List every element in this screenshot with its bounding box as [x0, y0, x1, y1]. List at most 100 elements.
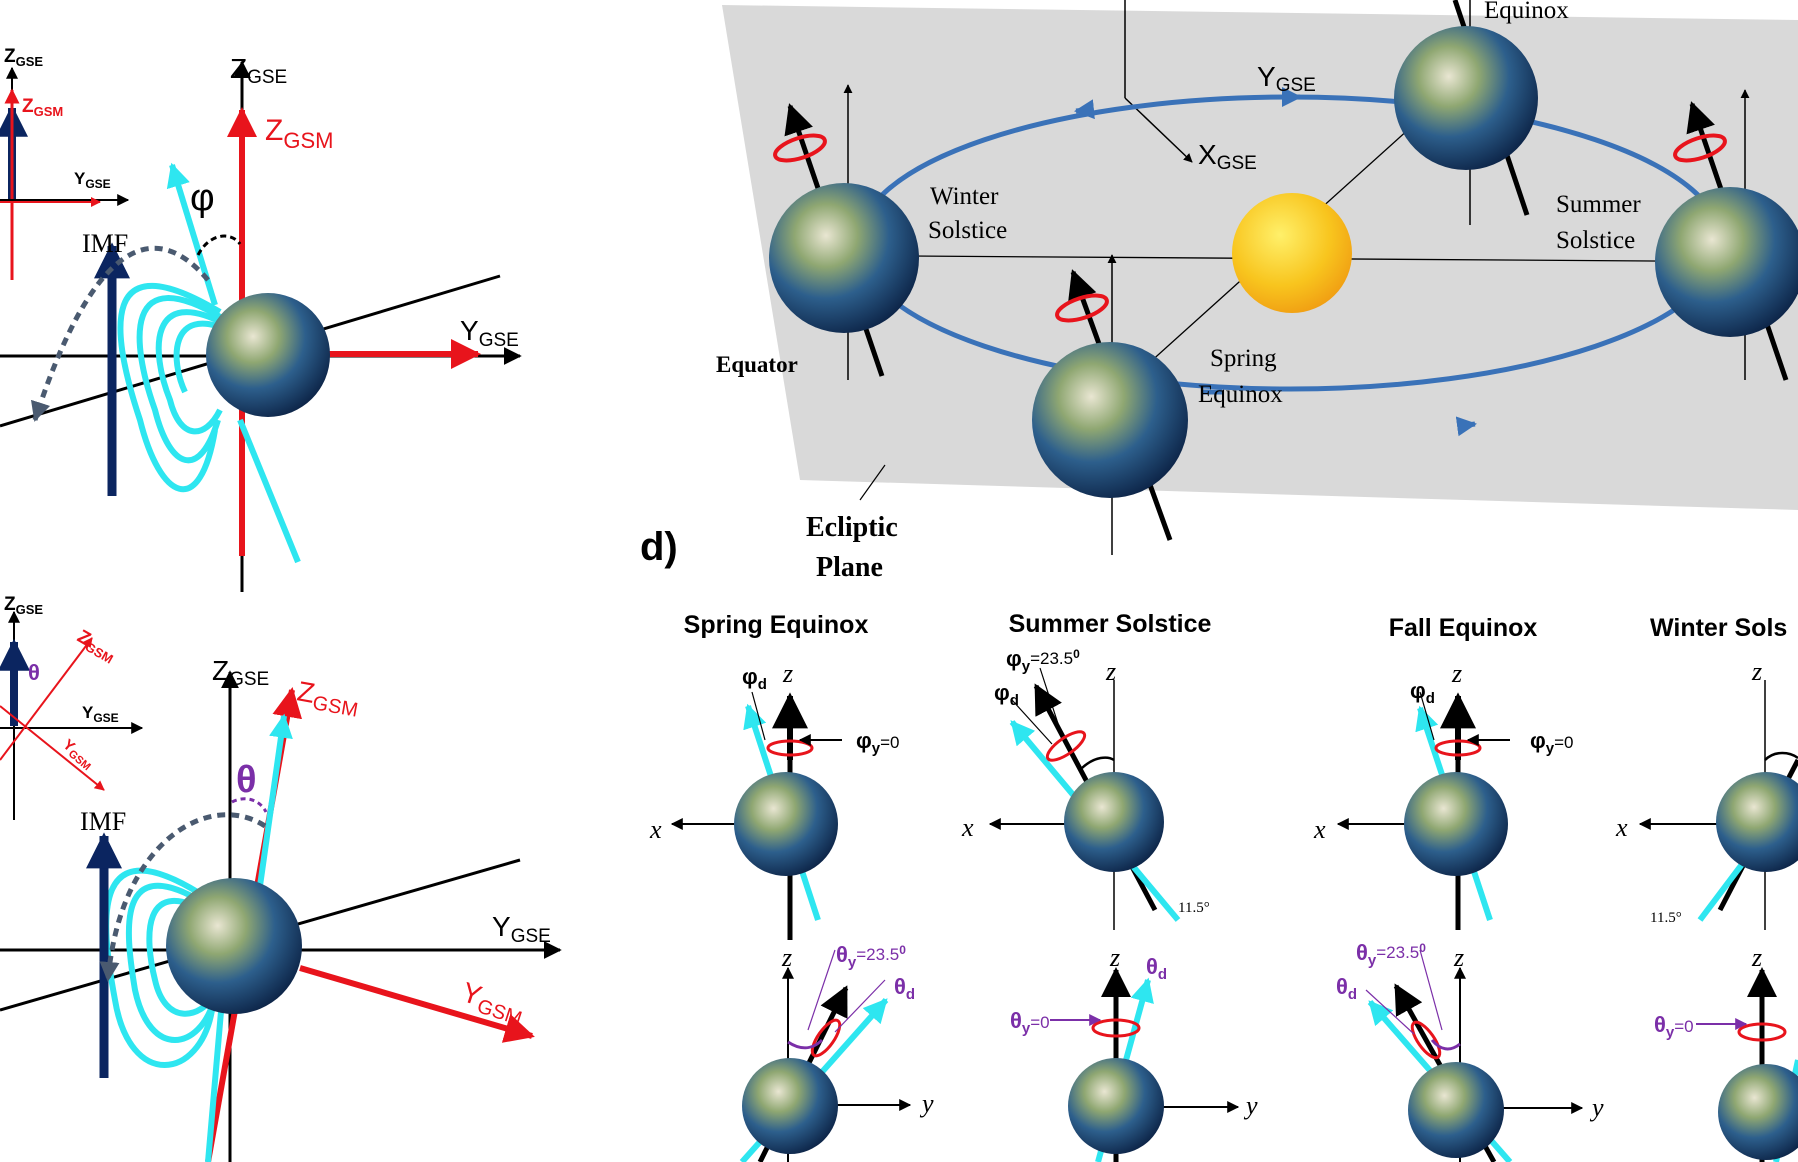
winter-earth — [769, 183, 919, 333]
summer-bottom-earth — [1068, 1058, 1164, 1154]
spring-bottom-view: y z θy=23.50 θd — [739, 942, 934, 1162]
spring-bottom-ring — [810, 1018, 842, 1058]
inset-b-theta-label: θ — [28, 660, 40, 685]
panel-a-z-gse-label: ZGSE — [230, 53, 287, 88]
winter-bottom-earth — [1718, 1064, 1798, 1160]
inset-a-z-gse-label: ZGSE — [4, 46, 43, 69]
fall-equinox-label: Equinox — [1484, 0, 1569, 24]
panel-a-earth — [206, 293, 330, 417]
fall-top-ring — [1434, 739, 1482, 757]
inset-b-z-gse-label: ZGSE — [4, 594, 43, 617]
sun — [1232, 193, 1352, 313]
spring-top-phid-label: φd — [742, 664, 767, 693]
summer-solstice-earth-group — [1655, 89, 1798, 381]
panel-a-field-lines — [117, 162, 301, 564]
panel-d: d) Spring Equinox Summer Solstice Fall E… — [640, 525, 1798, 1162]
summer-top-phi-arc — [1081, 756, 1115, 769]
summer-bottom-thetad-label: θd — [1146, 954, 1167, 983]
fall-bottom-thetad-leader — [1365, 989, 1415, 1035]
fall-equinox-earth-group — [1394, 0, 1538, 225]
spring-bottom-z-label: z — [781, 943, 792, 972]
winter-bottom-ring — [1737, 1022, 1787, 1042]
spring-bottom-theta-arc — [787, 1038, 824, 1050]
ecliptic-pointer — [859, 464, 886, 501]
fall-bottom-thetad-label: θd — [1336, 974, 1357, 1003]
spring-top-z-label: z — [782, 659, 793, 688]
inset-a-y-gse-label: YGSE — [74, 169, 111, 191]
fall-top-z-label: z — [1451, 659, 1462, 688]
x-gse-label: XGSE — [1198, 139, 1257, 174]
summer-label-2: Solstice — [1556, 227, 1635, 254]
winter-bottom-z-label: z — [1751, 943, 1762, 972]
summer-bottom-z-label: z — [1109, 943, 1120, 972]
winter-top-view: x z 11.5° — [1615, 657, 1798, 930]
fall-top-earth — [1404, 772, 1508, 876]
orbit-arrow-left — [1074, 99, 1095, 120]
ecliptic-label-2: Plane — [816, 552, 883, 583]
ecliptic-label-1: Ecliptic — [806, 512, 898, 543]
fall-bottom-theta-arc — [1430, 1039, 1461, 1051]
winter-label-1: Winter — [930, 183, 999, 210]
spring-top-ring — [766, 739, 814, 757]
inset-b-y-gse-label: YGSE — [82, 703, 119, 725]
panel-a-phi-arc — [196, 234, 242, 256]
fall-bottom-earth — [1408, 1062, 1504, 1158]
panel-a: ZGSE ZGSM YGSE ZGSE ZGSM YGSE IMF φ — [0, 46, 522, 592]
winter-top-phi-arc — [1764, 751, 1798, 761]
panel-a-z-gsm-label: ZGSM — [265, 114, 333, 153]
fall-top-x-label: x — [1313, 815, 1326, 844]
summer-label-1: Summer — [1556, 191, 1641, 218]
winter-label-2: Solstice — [928, 217, 1007, 244]
fall-top-phid-label: φd — [1410, 678, 1435, 707]
panel-a-y-gse-label: YGSE — [460, 315, 519, 351]
winter-bottom-view: z θy=0 — [1654, 943, 1798, 1162]
fall-bottom-thetay-label: θy=23.50 — [1356, 940, 1426, 969]
winter-top-tilt-label: 11.5° — [1650, 910, 1682, 926]
summer-top-phid-leader — [1011, 699, 1053, 745]
winter-top-x-label: x — [1615, 813, 1628, 842]
panel-b-theta-label: θ — [236, 759, 257, 801]
summer-rotation-ring — [1673, 133, 1727, 163]
winter-solstice-earth-group — [769, 84, 919, 380]
summer-top-view: x z φy=23.50 φd 11.5° — [961, 646, 1210, 930]
fall-bottom-view: y z θy=23.50 θd — [1336, 940, 1604, 1162]
spring-bottom-thetay-leader — [807, 949, 836, 1031]
panel-b-inset: ZGSE ZGSM YGSE YGSM θ — [0, 594, 144, 820]
spring-top-earth — [734, 772, 838, 876]
orbit-arrow-bottom — [1455, 416, 1477, 437]
fall-earth — [1394, 26, 1538, 170]
summer-top-x-label: x — [961, 813, 974, 842]
panel-b-y-gsm-axis — [299, 965, 535, 1043]
spring-top-phiy-label: φy=0 — [856, 728, 899, 757]
spring-top-x-label: x — [649, 815, 662, 844]
panel-c: YGSE XGSE Equinox Winter Solstice Summer… — [716, 0, 1798, 583]
title-fall-equinox: Fall Equinox — [1389, 614, 1538, 642]
summer-top-phiy-label: φy=23.50 — [1006, 646, 1080, 675]
panel-a-imf-projection — [30, 245, 210, 422]
summer-top-ring — [1045, 730, 1087, 762]
winter-top-z-label: z — [1751, 657, 1762, 686]
spring-label-1: Spring — [1210, 345, 1277, 372]
spring-bottom-earth — [742, 1058, 838, 1154]
panel-b-theta-arc — [231, 797, 268, 813]
inset-a-z-gsm-label: ZGSM — [22, 96, 63, 119]
summer-top-earth — [1064, 772, 1164, 872]
panel-a-inset: ZGSE ZGSM YGSE — [0, 46, 130, 280]
summer-bottom-ring — [1091, 1018, 1141, 1038]
winter-rotation-ring — [773, 133, 827, 163]
panel-a-imf-label: IMF — [82, 229, 128, 258]
spring-top-view: x z φd φy=0 — [649, 659, 899, 940]
summer-bottom-view: y z θd θy=0 — [1010, 943, 1258, 1162]
fall-bottom-ring — [1410, 1020, 1442, 1060]
spring-bottom-y-label: y — [919, 1089, 934, 1118]
panel-b-imf-label: IMF — [80, 807, 126, 836]
inset-b-z-gsm-axis — [0, 637, 93, 761]
y-gse-label: YGSE — [1257, 61, 1316, 96]
spring-bottom-thetay-label: θy=23.50 — [836, 942, 906, 971]
panel-b-y-gse-label: YGSE — [492, 911, 551, 947]
winter-top-earth — [1716, 772, 1798, 872]
panel-b-earth — [166, 878, 302, 1014]
summer-top-phiy-leader — [1039, 667, 1063, 737]
summer-top-phid-label: φd — [994, 680, 1019, 709]
